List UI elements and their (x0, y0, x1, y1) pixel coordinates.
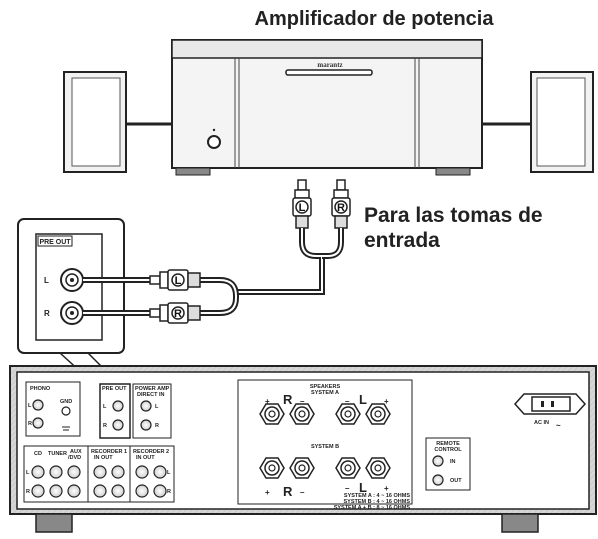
tuner-label: TUNER (48, 451, 67, 457)
system-a-label: SYSTEM A (311, 390, 339, 396)
sp-a-plus-r: + (265, 397, 270, 406)
ac-symbol: ~ (556, 421, 561, 430)
impedance-spec-2: SYSTEM B : 4 ~ 16 OHMS (344, 499, 411, 505)
sp-b-r-label: R (283, 484, 293, 499)
rear-pre-out-l-jack (112, 400, 124, 412)
amp-brand-logo: marantz (317, 61, 342, 69)
rear-foot-right (501, 513, 539, 533)
rear-pre-out-l-label: L (103, 404, 107, 410)
power-amp-label-1: POWER AMP (135, 386, 170, 392)
inputs-l-label-right: L (167, 470, 171, 476)
h-plug-left-label: L (175, 275, 182, 287)
y-cable (236, 228, 344, 295)
inputs-r-label-right: R (167, 489, 171, 495)
sp-a-l-label: L (359, 392, 367, 407)
speakers-label: SPEAKERS (310, 384, 341, 390)
impedance-spec-3: SYSTEM A + B : 8 ~ 16 OHMS (334, 505, 411, 511)
sp-a-minus-l: – (345, 397, 350, 406)
direct-in-r-label: R (155, 423, 159, 429)
pre-out-section (99, 383, 131, 439)
direct-in-l-label: L (155, 404, 159, 410)
sp-b-plus-r: + (265, 488, 270, 497)
remote-label-2: CONTROL (434, 447, 462, 453)
power-amp-direct-in-section (132, 383, 172, 439)
direct-in-r-jack (140, 419, 152, 431)
plug-right-label: R (337, 202, 345, 214)
power-amp-label-2: DIRECT IN (137, 392, 165, 398)
speaker-right (530, 71, 594, 173)
amp-foot-left (175, 167, 211, 176)
remote-out-jack (432, 474, 444, 486)
zoom-pre-out-label: PRE OUT (39, 239, 71, 246)
phono-l-jack (32, 399, 44, 411)
pre-out-zoom-box (17, 218, 125, 354)
direct-in-l-jack (140, 400, 152, 412)
remote-in-label: IN (450, 459, 456, 465)
pre-out-cables (83, 277, 239, 316)
note-line-1: Para las tomas de (364, 204, 543, 227)
rca-plug-horizontal-right (149, 302, 201, 324)
h-plug-right-label: R (174, 308, 182, 320)
sp-b-l-label: L (359, 480, 367, 495)
rear-pre-out-r-jack (112, 419, 124, 431)
phono-l-label: L (28, 403, 32, 409)
rca-plug-horizontal-left (149, 269, 201, 291)
sp-b-minus-r: – (300, 488, 305, 497)
rec1-label-2: IN OUT (94, 455, 113, 461)
phono-label: PHONO (30, 386, 51, 392)
aux-label-2: /DVD (68, 455, 81, 461)
speaker-terminals-b (259, 457, 391, 479)
zoom-l-label: L (44, 276, 49, 285)
zoom-r-label: R (44, 309, 50, 318)
ac-inlet (513, 393, 587, 415)
phono-section (25, 381, 81, 437)
sp-a-minus-r: – (300, 397, 305, 406)
rec2-label-2: IN OUT (136, 455, 155, 461)
phono-r-label: R (28, 421, 32, 427)
rca-plug-right (331, 179, 351, 229)
note-line-2: entrada (364, 229, 440, 252)
power-button-icon (207, 135, 221, 149)
rec1-label-1: RECORDER 1 (91, 449, 127, 455)
rec2-label-1: RECORDER 2 (133, 449, 169, 455)
speaker-left (63, 71, 127, 173)
phono-r-jack (32, 417, 44, 429)
remote-out-label: OUT (450, 478, 462, 484)
rear-foot-left (35, 513, 73, 533)
aux-label-1: AUX (70, 449, 82, 455)
remote-label-1: REMOTE (436, 441, 460, 447)
sp-b-minus-l: – (345, 484, 350, 493)
diagram-title: Amplificador de potencia (255, 8, 495, 30)
sp-a-r-label: R (283, 392, 293, 407)
remote-control-section (425, 437, 471, 491)
rear-pre-out-r-label: R (103, 423, 107, 429)
rear-pre-out-label: PRE OUT (102, 386, 127, 392)
gnd-label: GND (60, 399, 72, 405)
impedance-spec-1: SYSTEM A : 4 ~ 16 OHMS (344, 493, 410, 499)
speaker-terminals-a (259, 403, 391, 425)
inputs-r-label: R (26, 489, 30, 495)
cd-label: CD (34, 451, 42, 457)
sp-b-plus-l: + (384, 484, 389, 493)
inputs-l-label: L (26, 470, 30, 476)
gnd-terminal (61, 406, 71, 416)
sp-a-plus-l: + (384, 397, 389, 406)
speakers-section (237, 379, 413, 505)
amp-foot-right (435, 167, 471, 176)
remote-in-jack (432, 455, 444, 467)
rca-plug-left (292, 179, 312, 229)
plug-left-label: L (299, 202, 306, 214)
power-amplifier (171, 39, 483, 176)
system-b-label: SYSTEM B (311, 444, 339, 450)
ac-in-label: AC IN (534, 420, 549, 426)
line-inputs-section (23, 445, 175, 503)
